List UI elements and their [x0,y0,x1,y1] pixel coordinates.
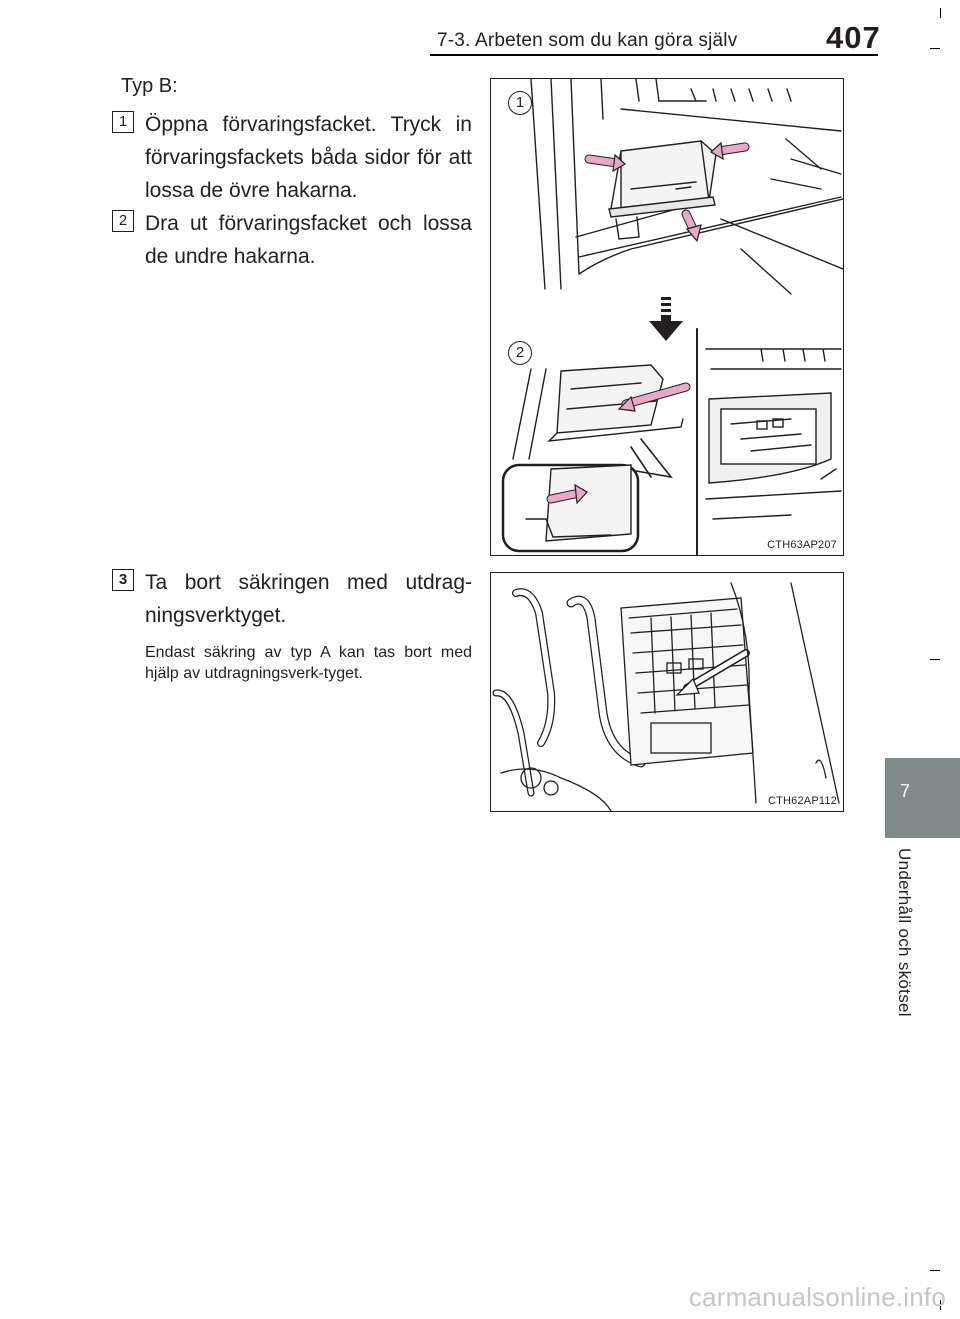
step-number: 3 [112,569,134,591]
figure-code: CTH63AP207 [767,539,837,551]
glovebox-drawing [501,79,843,555]
step-text: Öppna förvaringsfacket. Tryck in förvari… [145,113,472,202]
figure-callout: 2 [508,341,532,365]
step-1: 1 Öppna förvaringsfacket. Tryck in förva… [112,108,472,207]
crop-mark [940,1300,941,1310]
chapter-title: Underhåll och skötsel [895,848,914,1017]
section-title: 7-3. Arbeten som du kan göra själv [437,30,738,51]
chapter-number: 7 [899,781,910,801]
step-text: Dra ut förvaringsfacket och lossa de und… [145,212,472,268]
header-rule [430,54,878,56]
page-number: 407 [826,20,881,55]
fusebox-drawing [492,582,840,811]
step-number: 1 [112,111,134,133]
figure-callout: 1 [508,91,532,115]
fusebox-illustration: CTH62AP112 [490,572,844,812]
crop-mark [940,8,941,18]
crop-mark [930,48,940,49]
glovebox-illustration: 1 2 CTH63AP207 [490,78,844,556]
step-number: 2 [112,210,134,232]
chapter-tab: 7 [885,758,960,838]
step-text: Ta bort säkringen med utdrag-ningsverkty… [145,571,472,627]
figure-code: CTH62AP112 [767,795,837,807]
step-2: 2 Dra ut förvaringsfacket och lossa de u… [112,207,472,273]
crop-mark [930,659,940,660]
watermark: carmanualsonline.info [688,1282,946,1312]
step-3: 3 Ta bort säkringen med utdrag-ningsverk… [112,566,472,684]
chapter-strip [885,838,960,1138]
step-note: Endast säkring av typ A kan tas bort med… [145,644,472,682]
intro-label: Typ B: [121,75,178,97]
crop-mark [930,1270,940,1271]
